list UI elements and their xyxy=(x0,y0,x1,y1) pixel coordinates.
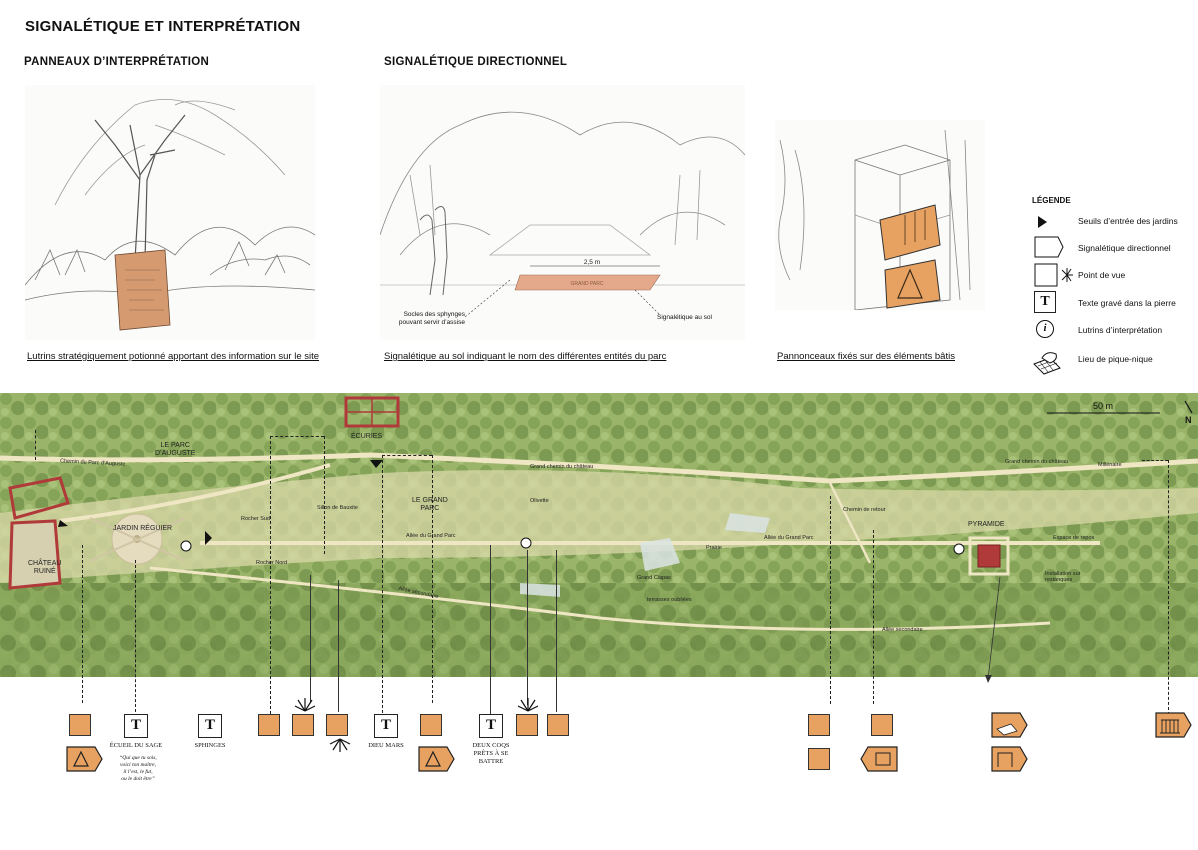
label-millenaire: Millénaire xyxy=(1098,462,1122,468)
poi-sphinges: SPHINGES xyxy=(194,742,226,749)
legend-label-picnic: Lieu de pique-nique xyxy=(1078,354,1153,364)
legend-label-entry: Seuils d’entrée des jardins xyxy=(1078,216,1178,226)
legend-label-lectern: Lutrins d’interprétation xyxy=(1078,325,1163,335)
caption-pannonceaux: Pannonceaux fixés sur des éléments bâtis xyxy=(777,351,955,362)
engraved-text-icon: T xyxy=(124,714,148,738)
engraved-text-icon: T xyxy=(479,714,503,738)
section-title-panneaux: PANNEAUX D’INTERPRÉTATION xyxy=(24,56,210,68)
label-chateau-ruine: CHÂTEAU RUINÉ xyxy=(28,560,62,575)
picnic-sign-icon xyxy=(292,714,314,736)
label-prairie: Prairie xyxy=(706,545,722,551)
directional-left-sign-icon xyxy=(860,746,898,772)
directional-building-sign-icon xyxy=(1155,712,1192,738)
building-sign-icon xyxy=(69,714,91,736)
sketch-wall-signs xyxy=(775,120,985,310)
tent-sign-icon xyxy=(871,714,893,736)
sketch-ground-sign: GRAND PARC 2,5 m xyxy=(380,85,745,340)
label-ecuries: ÉCURIES xyxy=(351,433,383,440)
label-allee-secondaire-2: Allée secondaire xyxy=(882,627,923,633)
caption-lutrins: Lutrins stratégiquement potionné apporta… xyxy=(27,351,320,362)
directional-picnic-sign-icon xyxy=(991,712,1028,738)
viewpoint-icon xyxy=(294,698,316,712)
label-rocher-sud: Rocher Sud xyxy=(241,516,271,522)
directional-sign-icon xyxy=(1034,236,1064,263)
directional-tent-sign-icon xyxy=(66,746,103,772)
sphinx-sign-icon xyxy=(258,714,280,736)
entry-threshold-icon xyxy=(1038,215,1048,233)
lamp-sign-icon xyxy=(326,714,348,736)
label-grand-clapas: Grand Clapas xyxy=(637,575,671,581)
label-olivette: Olivette xyxy=(530,498,549,504)
label-terrasses: terrasses oubliées xyxy=(647,597,692,603)
legend-title: LÉGENDE xyxy=(1032,196,1071,205)
label-sillon-bauxite: Sillon de Bauxite xyxy=(317,505,358,511)
site-map xyxy=(0,393,1198,677)
label-parc-auguste: LE PARC D’AUGUSTE xyxy=(155,442,196,457)
engraved-text-icon: T xyxy=(374,714,398,738)
page-title: SIGNALÉTIQUE ET INTERPRÉTATION xyxy=(25,18,301,35)
label-chemin-retour: Chemin de retour xyxy=(843,507,886,513)
legend-label-engraved: Texte gravé dans la pierre xyxy=(1078,298,1176,308)
label-allee-grand-parc: Allée du Grand Parc xyxy=(406,533,456,539)
interpretation-lectern-icon: i xyxy=(1036,320,1054,338)
label-jardin-reguier: JARDIN RÉGUIER xyxy=(113,525,173,532)
building-sign-icon xyxy=(808,714,830,736)
signaletique-sol-label: Signalétique au sol xyxy=(657,314,712,321)
label-pyramide: PYRAMIDE xyxy=(968,521,1005,528)
width-label: 2,5 m xyxy=(584,259,600,266)
ground-sign-text: GRAND PARC xyxy=(571,281,604,287)
legend-label-directional: Signalétique directionnel xyxy=(1078,243,1171,253)
socles-label: Socles des sphynges pouvant servir d’ass… xyxy=(398,311,465,326)
poi-ecueil: ÉCUEIL DU SAGE xyxy=(109,742,163,749)
label-allee-grand-parc-2: Allée du Grand Parc xyxy=(764,535,814,541)
viewpoint-icon xyxy=(1034,263,1074,292)
engraved-text-icon: T xyxy=(1034,291,1056,313)
label-grand-chemin-2: Grand chemin du château xyxy=(1005,459,1069,465)
label-espace-repos: Espace de repos xyxy=(1053,535,1095,541)
poi-dieu-mars: DIEU MARS xyxy=(368,742,404,749)
label-grand-chemin: Grand chemin du château xyxy=(530,464,594,470)
directional-tent-sign-icon xyxy=(418,746,455,772)
label-grand-parc: LE GRAND PARC xyxy=(412,497,448,512)
tent-sign-icon xyxy=(808,748,830,770)
caption-sol: Signalétique au sol indiquant le nom des… xyxy=(384,351,667,362)
picnic-sign-icon xyxy=(516,714,538,736)
viewpoint-icon xyxy=(517,698,539,712)
viewpoint-icon xyxy=(329,738,351,752)
legend-label-viewpoint: Point de vue xyxy=(1078,270,1126,280)
north-indicator: N xyxy=(1185,415,1192,425)
engraved-text-icon: T xyxy=(198,714,222,738)
label-installation-restanques: Installation sur restanques xyxy=(1045,571,1081,583)
poi-deux-coqs: DEUX COQS PRÊTS À SE BATTRE xyxy=(472,742,510,765)
rooster-sign-icon xyxy=(547,714,569,736)
building-sign-icon xyxy=(420,714,442,736)
sketch-lectern xyxy=(25,85,315,340)
picnic-icon xyxy=(1032,346,1062,381)
poi-ecueil-quote: “Qui que tu sois, voici ton maître, il l… xyxy=(119,755,157,782)
label-rocher-nord: Rocher Nord xyxy=(256,560,288,566)
scale-label: 50 m xyxy=(1093,401,1114,411)
section-title-directionnel: SIGNALÉTIQUE DIRECTIONNEL xyxy=(384,56,568,68)
directional-building-sign-icon xyxy=(991,746,1028,772)
